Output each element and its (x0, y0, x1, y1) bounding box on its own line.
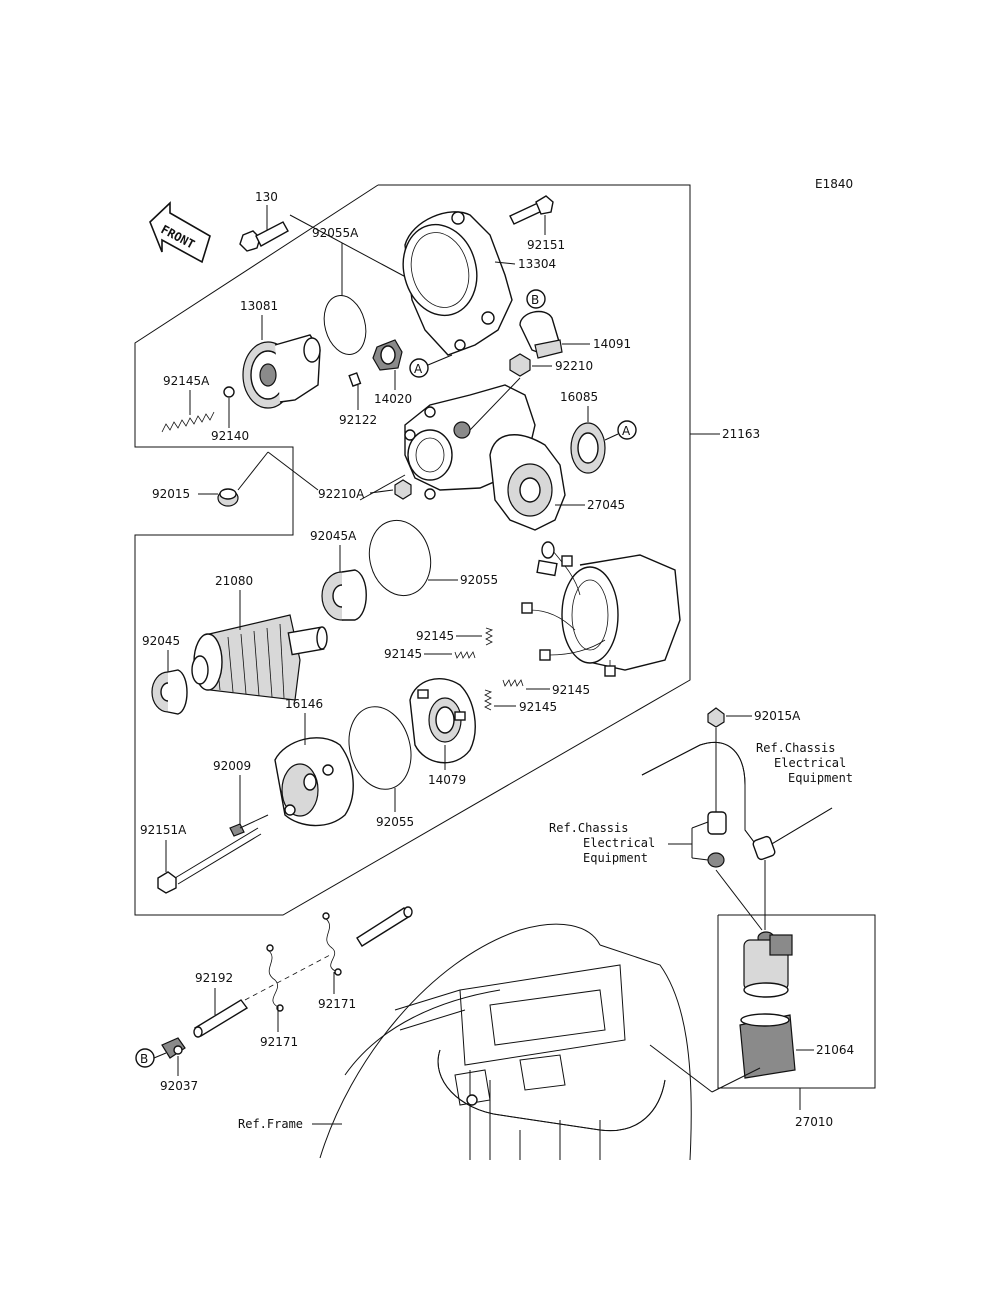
armature-21080-part (191, 614, 328, 701)
label-92055A: 92055A (312, 226, 359, 240)
front-arrow-icon: FRONT (149, 201, 211, 264)
gear-16085-part (570, 422, 606, 474)
label-92171-a: 92171 (260, 1035, 298, 1049)
callout-b-icon: B (526, 289, 546, 309)
ball-92140-part (223, 386, 235, 398)
clamp-92037-part (161, 1037, 186, 1059)
nut-92210-part (509, 353, 531, 377)
o-ring-92055A-part (323, 295, 367, 355)
terminal-cap-part (707, 811, 727, 835)
label-92045: 92045 (142, 634, 180, 648)
callout-a-icon: A (617, 420, 637, 440)
label-16146: 16146 (285, 697, 323, 711)
assembly-outline-21163 (134, 184, 691, 916)
label-92192: 92192 (195, 971, 233, 985)
bolt-92151A-part (157, 827, 262, 894)
o-ring-92055-lower-part (348, 706, 412, 790)
label-14079: 14079 (428, 773, 466, 787)
label-92145A: 92145A (163, 374, 210, 388)
bearing-92045-part (151, 669, 188, 715)
svg-text:A: A (414, 362, 423, 376)
housing-27045-part (404, 384, 566, 531)
pinion-13081-part (242, 334, 321, 409)
label-92009: 92009 (213, 759, 251, 773)
bolt-130-part (239, 205, 289, 252)
clip-92171-part (322, 912, 342, 976)
clip-92171-part (266, 944, 284, 1012)
frame-part (319, 923, 692, 1161)
label-130: 130 (255, 190, 278, 204)
label-92140: 92140 (211, 429, 249, 443)
relay-cover-21064-part (739, 1013, 796, 1079)
pin-92122-part (348, 372, 362, 387)
label-92145-3: 92145 (552, 683, 590, 697)
label-92122: 92122 (339, 413, 377, 427)
callout-a-icon: A (409, 358, 429, 378)
label-92055-b: 92055 (376, 815, 414, 829)
label-92145-1: 92145 (416, 629, 454, 643)
diagram-code: E1840 (815, 177, 853, 191)
label-92015: 92015 (152, 487, 190, 501)
nut-92015A-part (707, 707, 725, 728)
label-27045: 27045 (587, 498, 625, 512)
label-92171-b: 92171 (318, 997, 356, 1011)
svg-text:A: A (622, 424, 631, 438)
ref-chassis-1-line2: Electrical (774, 756, 846, 770)
bolt-92151-part (509, 195, 554, 225)
brush-holder-14079-part (409, 677, 476, 764)
label-92151A: 92151A (140, 823, 187, 837)
ref-chassis-1-line1: Ref.Chassis (756, 741, 835, 755)
coupling-14020-part (372, 339, 403, 371)
label-14020: 14020 (374, 392, 412, 406)
svg-text:B: B (140, 1052, 148, 1066)
label-13304: 13304 (518, 257, 556, 271)
label-92210: 92210 (555, 359, 593, 373)
starter-relay-part (715, 860, 793, 998)
label-92145-4: 92145 (519, 700, 557, 714)
label-16085: 16085 (560, 390, 598, 404)
o-ring-92055-part (368, 519, 432, 597)
svg-text:B: B (531, 293, 539, 307)
ref-chassis-2-line1: Ref.Chassis (549, 821, 628, 835)
label-14091: 14091 (593, 337, 631, 351)
field-coil-part (521, 541, 681, 677)
cap-14091-part (519, 310, 563, 359)
bearing-92045A-part (321, 569, 367, 621)
label-21080: 21080 (215, 574, 253, 588)
spring-92145A-part (161, 411, 215, 433)
label-92145-2: 92145 (384, 647, 422, 661)
nut-92210A-part (394, 479, 412, 500)
ref-chassis-1-line3: Equipment (788, 771, 853, 785)
assembly-outline-27010 (717, 914, 876, 1089)
ref-chassis-2-line2: Electrical (583, 836, 655, 850)
screw-92009-part (229, 814, 269, 837)
label-92210A: 92210A (318, 487, 365, 501)
end-cover-16146-part (274, 737, 354, 827)
label-92015A: 92015A (754, 709, 801, 723)
label-13081: 13081 (240, 299, 278, 313)
battery-cable-part (641, 741, 833, 851)
nut-part (707, 852, 725, 868)
cap-92015-part (217, 488, 239, 507)
callout-b-icon: B (135, 1048, 155, 1068)
label-92055-a: 92055 (460, 573, 498, 587)
gear-case-13304-part (402, 211, 513, 356)
ref-frame: Ref.Frame (238, 1117, 303, 1131)
label-92045A: 92045A (310, 529, 357, 543)
label-92037: 92037 (160, 1079, 198, 1093)
pipe-part (356, 906, 413, 947)
label-27010: 27010 (795, 1115, 833, 1129)
label-92151: 92151 (527, 238, 565, 252)
pipe-92192-part (193, 999, 249, 1038)
label-21064: 21064 (816, 1043, 854, 1057)
label-21163: 21163 (722, 427, 760, 441)
terminal-cap-part (752, 835, 776, 861)
spring-92145-part (454, 627, 524, 711)
ref-chassis-2-line3: Equipment (583, 851, 648, 865)
